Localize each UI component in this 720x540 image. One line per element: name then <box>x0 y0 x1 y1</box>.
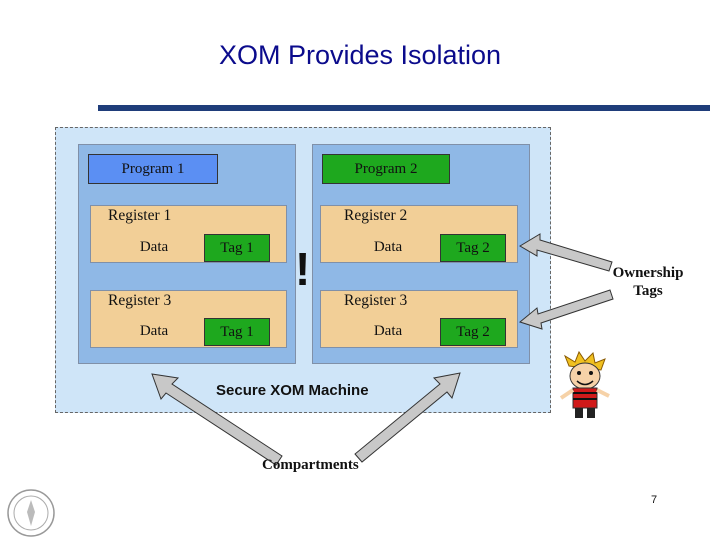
register-3-tag-left: Tag 1 <box>204 318 270 346</box>
isolation-barrier-mark: ! <box>295 243 311 295</box>
ownership-tags-text: Ownership Tags <box>612 265 684 299</box>
slide-title: XOM Provides Isolation <box>218 40 502 70</box>
register-1-tag: Tag 1 <box>204 234 270 262</box>
register-3-label-left: Register 3 <box>108 292 172 309</box>
register-3-data-right: Data <box>344 318 432 346</box>
program-2-box: Program 2 <box>322 154 450 184</box>
register-1-label: Register 1 <box>108 207 172 224</box>
compartments-label: Compartments <box>262 457 359 473</box>
page-number: 7 <box>651 494 658 506</box>
register-2-label: Register 2 <box>344 207 408 224</box>
compartments-arrow-right <box>354 372 461 463</box>
machine-label: Secure XOM Machine <box>216 382 369 399</box>
register-3-label-right: Register 3 <box>344 292 408 309</box>
register-3-data-left: Data <box>114 318 194 346</box>
register-1-data: Data <box>114 234 194 262</box>
title-underline <box>98 105 710 111</box>
compartments-arrow-left <box>151 373 283 466</box>
university-seal-logo <box>7 489 55 537</box>
cartoon-character-image <box>559 350 610 418</box>
ownership-tags-label: Ownership Tags <box>606 264 690 300</box>
ownership-arrow-lower <box>518 289 614 330</box>
register-2-tag: Tag 2 <box>440 234 506 262</box>
ownership-arrow-upper <box>519 233 613 272</box>
register-3-tag-right: Tag 2 <box>440 318 506 346</box>
register-2-data: Data <box>344 234 432 262</box>
program-1-box: Program 1 <box>88 154 218 184</box>
